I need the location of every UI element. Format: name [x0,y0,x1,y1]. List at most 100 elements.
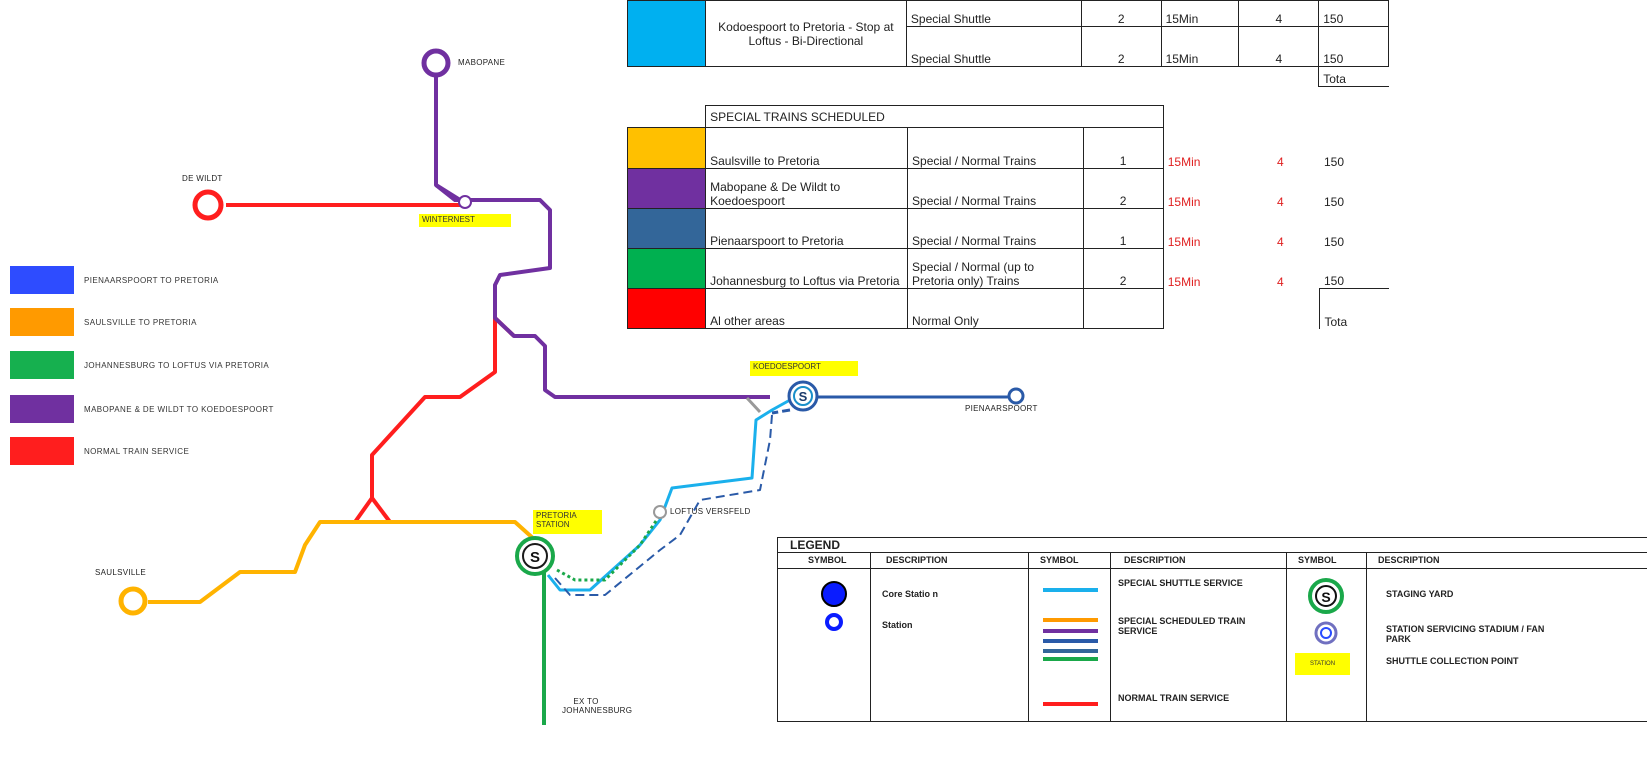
legend-col-description: DESCRIPTION [886,555,948,565]
legend-symbols: S [821,578,1344,706]
special-route: Al other areas [705,288,909,329]
special-freq: 15Min [1167,194,1201,209]
route-swatch [10,308,74,336]
map-legend: LEGEND SYMBOL DESCRIPTION SYMBOL DESCRIP… [777,537,1647,722]
svg-text:S: S [799,389,808,404]
shuttle-cap: 150 [1318,0,1389,27]
special-color-cell [626,168,707,209]
legend-station: Station [882,620,913,630]
normal-train-lines [226,203,516,524]
special-color-cell [626,208,707,249]
route-swatch [10,395,74,423]
shuttle-point-swatch: STATION [1295,653,1350,675]
route-swatch [10,266,74,294]
special-freq: 15Min [1167,274,1201,289]
shuttle-table: Kodoespoort to Pretoria - Stop at Loftus… [627,0,1389,87]
wonderboom-shuttle-point: WINTERNEST [419,214,511,227]
legend-title: LEGEND [790,538,841,552]
legend-core-station: Core Statio n [882,589,939,599]
shuttle-type: Special Shuttle [905,0,1082,27]
special-total: Tota [1319,288,1389,329]
legend-special-shuttle: SPECIAL SHUTTLE SERVICE [1118,578,1243,588]
route-swatch [10,437,74,465]
special-type: Special / Normal Trains [907,208,1084,249]
connector-line [745,396,762,414]
shuttle-cap: 150 [1318,26,1389,67]
loftus-station-icon [653,505,667,519]
legend-col-description: DESCRIPTION [1378,555,1440,565]
loftus-label: LOFTUS VERSFELD [670,507,751,516]
special-route: Mabopane & De Wildt to Koedoespoort [705,168,909,209]
special-trains: 2 [1082,168,1164,209]
special-trains: 1 [1082,127,1164,169]
special-freq [1163,289,1241,329]
legend-special-scheduled: SPECIAL SCHEDULED TRAIN SERVICE [1118,616,1246,636]
legend-staging-yard: STAGING YARD [1386,589,1454,599]
shuttle-color-cell [627,0,706,67]
johannesburg-line [542,514,662,725]
saulsville-line [148,520,537,604]
special-type: Normal Only [907,288,1084,329]
special-type: Special / Normal (up to Pretoria only) T… [907,248,1084,289]
stadium-station-icon [1314,621,1338,645]
legend-col-symbol: SYMBOL [1040,555,1079,565]
saulsville-label: SAULSVILLE [95,568,147,577]
station-icon [825,613,843,631]
shuttle-route: Kodoespoort to Pretoria - Stop at Loftus… [704,0,907,67]
special-freq: 15Min [1167,154,1201,169]
shuttle-cars: 4 [1238,26,1320,67]
pretoria-shuttle-point: PRETORIA STATION [533,510,602,534]
legend-normal-train: NORMAL TRAIN SERVICE [1118,693,1230,703]
legend-col-symbol: SYMBOL [1298,555,1337,565]
shuttle-type: Special Shuttle [905,26,1082,67]
special-cap: 150 [1323,194,1344,209]
mabopane-station-icon [421,48,451,78]
route-swatch [10,351,74,379]
core-station-icon [821,581,847,607]
legend-col-symbol: SYMBOL [808,555,847,565]
mabopane-line [434,75,770,399]
special-cars: 4 [1277,274,1284,289]
koedoespoort-staging-icon: S [787,380,819,412]
special-table-heading: SPECIAL TRAINS SCHEDULED [705,105,1164,128]
shuttle-freq: 15Min [1160,0,1240,27]
pienaarspoort-dash-line [554,414,773,596]
legend-stadium-station: STATION SERVICING STADIUM / FAN PARK [1386,624,1545,644]
route-label: JOHANNESBURG TO LOFTUS VIA PRETORIA [84,361,270,370]
shuttle-total: Tota [1318,66,1389,87]
special-trains [1082,288,1164,329]
staging-yard-icon: S [1308,578,1344,614]
legend-col-description: DESCRIPTION [1124,555,1186,565]
svg-text:S: S [1321,589,1330,605]
route-label: NORMAL TRAIN SERVICE [84,447,190,456]
special-trains: 1 [1082,208,1164,249]
special-color-cell [626,248,707,289]
special-type: Special / Normal Trains [907,168,1084,209]
svg-text:S: S [530,549,540,566]
special-route: Johannesburg to Loftus via Pretoria [705,248,909,289]
special-route: Pienaarspoort to Pretoria [705,208,909,249]
special-color-cell [626,288,707,329]
special-cars: 4 [1277,194,1284,209]
special-cars [1241,289,1320,329]
shuttle-line [546,398,791,592]
mabopane-label: MABOPANE [458,58,506,67]
pretoria-staging-icon: S [515,536,555,576]
special-route: Saulsville to Pretoria [705,127,909,169]
de-wildt-station-icon [192,189,224,221]
special-cars: 4 [1277,154,1284,169]
route-label: SAULSVILLE TO PRETORIA [84,318,197,327]
special-cars: 4 [1277,234,1284,249]
pienaarspoort-line [771,395,1010,415]
legend-shuttle-point: SHUTTLE COLLECTION POINT [1386,656,1519,666]
de-wildt-label: DE WILDT [182,174,223,183]
special-cap: 150 [1323,274,1344,288]
route-label: PIENAARSPOORT TO PRETORIA [84,276,219,285]
route-label: MABOPANE & DE WILDT TO KOEDOESPOORT [84,405,274,414]
special-color-cell [626,127,707,169]
special-trains: 2 [1082,248,1164,289]
koedoespoort-shuttle-point: KOEDOESPOORT [750,361,858,376]
johannesburg-label: EX TO JOHANNESBURG [562,697,633,715]
special-trains-table: SPECIAL TRAINS SCHEDULED Saulsville to P… [626,105,1389,329]
